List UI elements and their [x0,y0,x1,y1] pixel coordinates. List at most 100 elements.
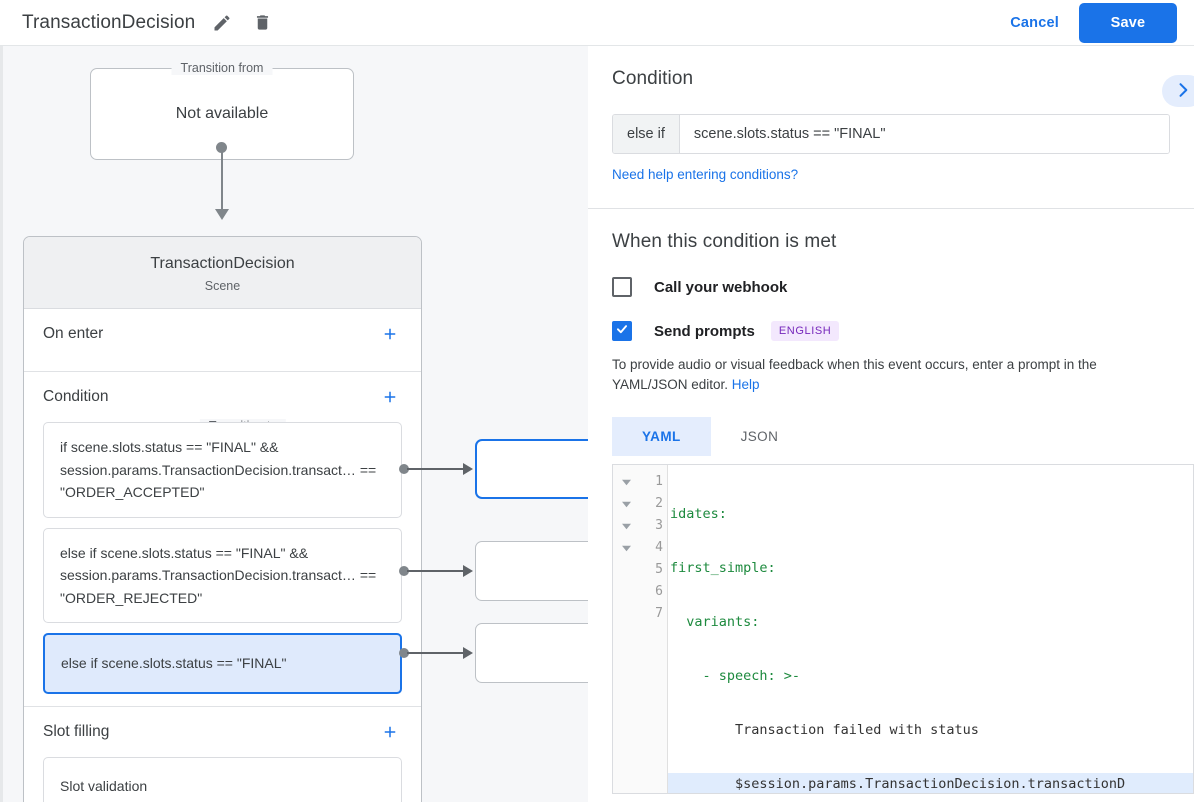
code-line: idates: [668,503,1193,525]
section-title-condition: Condition [43,388,109,405]
trash-icon [253,13,272,32]
transition-from-value: Not available [175,105,269,122]
condition-help-link[interactable]: Need help entering conditions? [612,167,799,182]
call-webhook-checkbox[interactable] [612,277,632,297]
condition-heading: Condition [612,68,694,89]
webhook-row: Call your webhook [612,277,1170,297]
section-title-on-enter: On enter [43,325,104,342]
code-value: Transaction failed with status [670,722,979,738]
cancel-button[interactable]: Cancel [1000,7,1069,39]
editor-content[interactable]: idates: first_simple: variants: - speech… [668,465,1193,793]
expand-panel-button[interactable] [1162,75,1194,107]
prompts-help-link[interactable]: Help [731,377,760,392]
fold-toggle-4[interactable] [613,537,639,559]
code-line: - speech: >- [668,665,1193,687]
code-line: variants: [668,611,1193,633]
details-panel: Condition else if Need help entering con… [588,46,1194,802]
when-condition-met-section: When this condition is met Call your web… [588,209,1194,794]
target-box-2[interactable] [475,541,588,601]
chip-connector-line-2 [407,570,465,572]
fold-toggle-3[interactable] [613,515,639,537]
condition-section: Condition else if Need help entering con… [588,46,1194,209]
plus-icon [381,723,399,741]
line-number: 1 [655,474,663,489]
save-button[interactable]: Save [1079,2,1177,43]
prompts-description-text: To provide audio or visual feedback when… [612,357,1097,392]
condition-chip-1[interactable]: if scene.slots.status == "FINAL" && sess… [43,422,402,518]
line-number: 6 [655,584,663,599]
prompts-description: To provide audio or visual feedback when… [612,355,1170,395]
transition-from-legend: Transition from [171,61,273,75]
delete-button[interactable] [249,10,275,36]
send-prompts-row: Send prompts ENGLISH [612,321,1170,341]
section-condition: Condition if scene.slots.status == "FINA… [24,372,421,707]
chip-connector-dot-2 [399,566,409,576]
section-slot-filling-header: Slot filling [43,707,402,757]
section-title-slot-filling: Slot filling [43,722,110,740]
scene-card: Transition to TransactionDecision Scene … [23,236,422,802]
line-number: 2 [655,496,663,511]
code-key: idates: [670,506,727,522]
chip-connector-arrow-icon-1 [463,463,473,475]
chip-connector-arrow-icon-2 [463,565,473,577]
top-bar: TransactionDecision Cancel Save [0,0,1194,46]
fold-toggle-1[interactable] [613,471,639,493]
code-line: Transaction failed with status [668,719,1193,741]
scene-type: Scene [204,279,241,293]
target-box-3[interactable] [475,623,588,683]
language-badge: ENGLISH [770,321,840,341]
code-editor[interactable]: 1 2 3 4 5 6 7 idates: first_simple: vari… [612,464,1194,794]
pencil-icon [212,13,232,33]
chip-connector-line-1 [407,468,465,470]
line-number: 5 [655,562,663,577]
connector-line [221,146,223,214]
chip-connector-dot-1 [399,464,409,474]
fold-toggle-2[interactable] [613,493,639,515]
add-slot-filling-button[interactable] [378,720,402,744]
code-key: variants: [670,614,760,630]
scene-header[interactable]: TransactionDecision Scene [24,237,421,309]
condition-chip-3[interactable]: else if scene.slots.status == "FINAL" [43,633,402,694]
code-line: first_simple: [668,557,1193,579]
line-number: 3 [655,518,663,533]
target-box-1[interactable] [475,439,588,499]
graph-canvas[interactable]: Transition from Not available Transition… [0,46,588,802]
tab-yaml[interactable]: YAML [612,417,711,456]
tab-json[interactable]: JSON [711,417,809,456]
send-prompts-label: Send prompts [654,322,755,340]
plus-icon [381,388,399,406]
connector-arrow-icon [215,209,229,220]
edit-button[interactable] [209,10,235,36]
add-condition-button[interactable] [378,385,402,409]
condition-expression-input[interactable] [679,115,1169,153]
send-prompts-checkbox[interactable] [612,321,632,341]
editor-fold-gutter [613,465,639,793]
chip-connector-line-3 [407,652,465,654]
section-slot-filling: Slot filling Slot validation [24,707,421,802]
section-condition-header: Condition [43,372,402,422]
code-key: first_simple: [670,560,776,576]
condition-prefix-label: else if [613,115,680,153]
chevron-right-icon [1173,80,1193,103]
code-value: $session.params.TransactionDecision.tran… [670,776,1126,792]
editor-line-numbers: 1 2 3 4 5 6 7 [639,465,668,793]
section-on-enter-header: On enter [43,309,402,359]
when-met-heading: When this condition is met [612,231,837,252]
slot-validation-chip[interactable]: Slot validation [43,756,402,802]
page-title: TransactionDecision [22,11,196,33]
code-line: $session.params.TransactionDecision.tran… [668,773,1193,793]
checkmark-icon [615,322,629,341]
editor-format-tabs: YAML JSON [612,417,1170,456]
condition-input-row: else if [612,114,1170,154]
line-number: 4 [655,540,663,555]
add-on-enter-button[interactable] [378,322,402,346]
code-key: - speech: >- [670,668,801,684]
line-number: 7 [655,606,663,621]
chip-connector-dot-3 [399,648,409,658]
chip-connector-arrow-icon-3 [463,647,473,659]
scene-name: TransactionDecision [150,255,295,272]
condition-chip-2[interactable]: else if scene.slots.status == "FINAL" &&… [43,527,402,623]
section-on-enter: On enter [24,309,421,372]
plus-icon [381,325,399,343]
call-webhook-label: Call your webhook [654,278,788,296]
